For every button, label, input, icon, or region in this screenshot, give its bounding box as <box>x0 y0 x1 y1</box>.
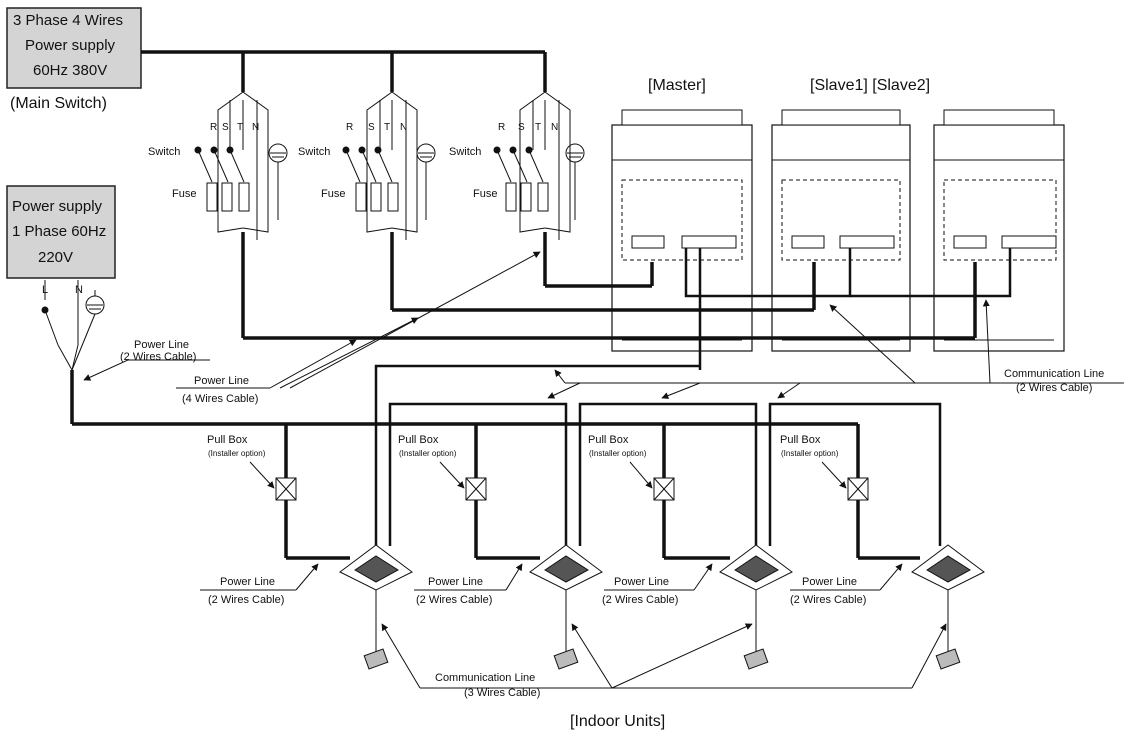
breaker-assembly-master <box>217 91 269 240</box>
pull-box-2 <box>439 461 487 501</box>
indoor-power-2-line1: Power Line <box>428 576 483 588</box>
indoor-power-1-line2: (2 Wires Cable) <box>208 594 284 606</box>
indoor-power-1-line1: Power Line <box>220 576 275 588</box>
switch-label: Switch <box>298 146 330 158</box>
comm-line-2w-line1: Communication Line <box>1004 368 1104 380</box>
single-phase-switch <box>41 280 105 371</box>
power-line-2w-top-line1: Power Line <box>134 339 189 351</box>
phase-label-n: N <box>252 122 259 133</box>
phase-label-t: T <box>237 122 243 133</box>
phase-label-n: N <box>400 122 407 133</box>
pull-box-2-line2: (Installer option) <box>399 449 457 458</box>
power-line-4w-line2: (4 Wires Cable) <box>182 393 258 405</box>
indoor-power-2-line2: (2 Wires Cable) <box>416 594 492 606</box>
power-line-4w-callout <box>176 251 541 389</box>
comm-line-2w-callout <box>547 299 1124 399</box>
indoor-power-4-line1: Power Line <box>802 576 857 588</box>
switch-label: Switch <box>449 146 481 158</box>
indoor-power-callouts <box>200 563 903 591</box>
phase-label-s: S <box>368 122 375 133</box>
fuse-label: Fuse <box>321 188 345 200</box>
power-line-2w-top-callout <box>83 359 210 381</box>
indoor-power-4-line2: (2 Wires Cable) <box>790 594 866 606</box>
switch-contacts <box>342 143 436 220</box>
pull-box-4 <box>821 461 869 501</box>
phase-label-r: R <box>498 122 505 133</box>
supply-3ph-line2: Power supply <box>25 37 116 54</box>
power-line-4w-line1: Power Line <box>194 375 249 387</box>
pull-box-3 <box>629 461 675 501</box>
supply-3ph-line1: 3 Phase 4 Wires <box>13 12 123 29</box>
terminal-n-label: N <box>75 284 83 296</box>
fuse-label: Fuse <box>473 188 497 200</box>
outdoor-unit-slave2 <box>933 109 1065 352</box>
switch-label: Switch <box>148 146 180 158</box>
phase-label-s: S <box>222 122 229 133</box>
comm-line-3w-callout <box>381 623 947 689</box>
comm-line-2w-line2: (2 Wires Cable) <box>1016 382 1092 394</box>
main-switch-label: (Main Switch) <box>10 95 107 112</box>
pull-box-1-line2: (Installer option) <box>208 449 266 458</box>
pull-box-4-line1: Pull Box <box>780 434 821 446</box>
phase-label-t: T <box>535 122 541 133</box>
indoor-power-bus <box>70 370 920 560</box>
outdoor-comm-wires <box>684 248 1012 370</box>
pull-box-3-line2: (Installer option) <box>589 449 647 458</box>
outdoor-unit-slave1 <box>771 109 911 352</box>
fuse-label: Fuse <box>172 188 196 200</box>
single-phase-supply-box: Power supply 1 Phase 60Hz 220V <box>6 185 116 279</box>
breaker-assembly-slave2 <box>519 91 571 240</box>
indoor-comm-chain <box>374 364 942 546</box>
comm-line-3w-line1: Communication Line <box>435 672 535 684</box>
supply-3ph-line3: 60Hz 380V <box>33 62 107 79</box>
indoor-power-3-line2: (2 Wires Cable) <box>602 594 678 606</box>
phase-label-n: N <box>551 122 558 133</box>
indoor-units-label: [Indoor Units] <box>570 713 665 730</box>
indoor-power-3-line1: Power Line <box>614 576 669 588</box>
phase-label-s: S <box>518 122 525 133</box>
pull-box-1 <box>249 461 297 501</box>
indoor-unit-3 <box>719 544 793 670</box>
outdoor-slaves-label: [Slave1] [Slave2] <box>810 77 930 94</box>
power-line-2w-top-line2: (2 Wires Cable) <box>120 351 196 363</box>
breaker-assembly-slave1 <box>366 91 418 240</box>
indoor-unit-2 <box>529 544 603 670</box>
indoor-unit-1 <box>339 544 413 670</box>
supply-1ph-line2: 1 Phase 60Hz <box>12 223 106 240</box>
pull-box-4-line2: (Installer option) <box>781 449 839 458</box>
pull-box-1-line1: Pull Box <box>207 434 248 446</box>
outdoor-master-label: [Master] <box>648 77 706 94</box>
three-phase-bus <box>141 50 547 92</box>
phase-label-t: T <box>384 122 390 133</box>
supply-1ph-line1: Power supply <box>12 198 103 215</box>
switch-contacts <box>194 143 288 220</box>
pull-box-3-line1: Pull Box <box>588 434 629 446</box>
outdoor-unit-master <box>611 109 753 352</box>
switch-contacts <box>493 143 585 220</box>
phase-label-r: R <box>346 122 353 133</box>
supply-1ph-line3: 220V <box>38 249 73 266</box>
comm-line-3w-line2: (3 Wires Cable) <box>464 687 540 699</box>
outdoor-power-wires <box>241 232 977 340</box>
three-phase-supply-box: 3 Phase 4 Wires Power supply 60Hz 380V <box>6 7 142 89</box>
pull-box-2-line1: Pull Box <box>398 434 439 446</box>
phase-label-r: R <box>210 122 217 133</box>
indoor-unit-4 <box>911 544 985 670</box>
